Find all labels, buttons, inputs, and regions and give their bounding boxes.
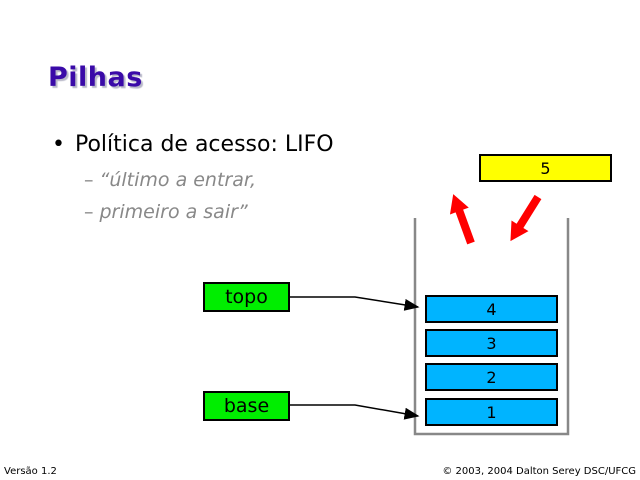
base-connector	[290, 404, 420, 420]
footer-copyright: © 2003, 2004 Dalton Serey DSC/UFCG	[442, 466, 636, 477]
topo-pointer: topo	[203, 282, 290, 312]
push-arrow-icon	[510, 194, 542, 242]
dash: –	[84, 169, 94, 191]
sub-item: –primeiro a sair”	[84, 201, 248, 223]
pop-arrow-icon	[449, 194, 475, 245]
incoming-item: 5	[479, 154, 612, 182]
base-pointer: base	[203, 391, 290, 421]
stack-item: 1	[425, 398, 558, 426]
bullet-item: • Política de acesso: LIFO	[52, 132, 334, 157]
stack-item: 3	[425, 329, 558, 357]
sub-item-text: “último a entrar,	[99, 169, 257, 191]
slide-title: Pilhas	[48, 62, 143, 93]
bullet-mark: •	[52, 132, 65, 157]
stack-item: 4	[425, 295, 558, 323]
stack-item: 2	[425, 363, 558, 391]
bullet-text: Política de acesso: LIFO	[74, 132, 334, 157]
sub-item: –“último a entrar,	[84, 169, 256, 191]
footer-version: Versão 1.2	[4, 466, 57, 477]
dash: –	[84, 201, 94, 223]
topo-connector	[290, 296, 420, 311]
sub-item-text: primeiro a sair”	[99, 201, 248, 223]
stack-container	[413, 218, 570, 436]
